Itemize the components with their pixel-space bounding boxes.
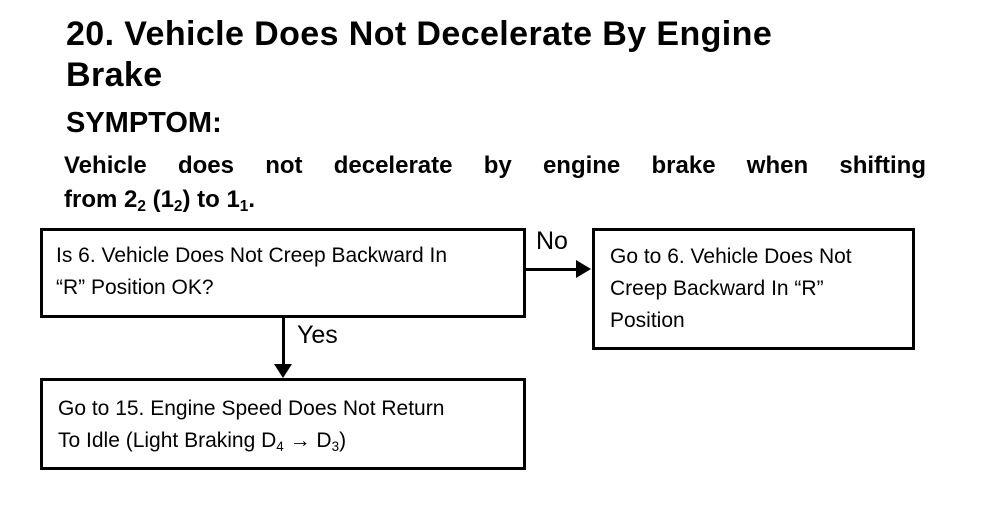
yes-arrow-line xyxy=(282,318,285,366)
page-title-line1: 20. Vehicle Does Not Decelerate By Engin… xyxy=(66,15,773,53)
yes-target-line2-part: → D xyxy=(283,429,332,452)
symptom-heading: SYMPTOM: xyxy=(66,107,222,139)
gear-subscript: 3 xyxy=(331,438,340,454)
symptom-line2: from 22 (12) to 11. xyxy=(64,183,926,217)
yes-arrow-head-icon xyxy=(274,364,292,378)
yes-branch-label: Yes xyxy=(297,321,338,349)
yes-target-line2: To Idle (Light Braking D4 → D3) xyxy=(58,425,508,457)
flowchart-yes-target-box: Go to 15. Engine Speed Does Not Return T… xyxy=(40,378,526,470)
no-target-line2: Creep Backward In “R” xyxy=(610,277,824,300)
no-target-line1: Go to 6. Vehicle Does Not xyxy=(610,245,852,268)
symptom-subscript: 2 xyxy=(173,198,183,216)
symptom-line2-part: from 2 xyxy=(64,186,138,213)
symptom-description: Vehicle does not decelerate by engine br… xyxy=(64,149,926,217)
symptom-subscript: 2 xyxy=(137,198,146,216)
symptom-line2-part: ) to 1 xyxy=(182,186,240,213)
symptom-line2-part: (1 xyxy=(145,186,174,213)
question-box-line1: Is 6. Vehicle Does Not Creep Backward In xyxy=(56,244,448,267)
symptom-subscript: 1 xyxy=(239,198,249,216)
flowchart-question-box: Is 6. Vehicle Does Not Creep Backward In… xyxy=(40,228,526,318)
page-title-line2: Brake xyxy=(66,56,163,94)
no-arrow-line xyxy=(525,268,577,271)
yes-target-line1: Go to 15. Engine Speed Does Not Return xyxy=(58,397,445,420)
symptom-line1-text: Vehicle does not decelerate by engine br… xyxy=(64,152,926,179)
symptom-line2-part: . xyxy=(248,186,256,213)
no-target-line3: Position xyxy=(610,309,685,332)
flowchart-no-target-box: Go to 6. Vehicle Does Not Creep Backward… xyxy=(592,228,915,350)
symptom-line1: Vehicle does not decelerate by engine br… xyxy=(64,149,926,183)
yes-target-line2-part: To Idle (Light Braking D xyxy=(58,429,277,452)
gear-subscript: 4 xyxy=(276,438,284,454)
no-branch-label: No xyxy=(536,227,568,255)
question-box-line2: “R” Position OK? xyxy=(56,276,214,299)
no-arrow-head-icon xyxy=(576,260,591,278)
yes-target-line2-part: ) xyxy=(339,429,347,452)
page-title: 20. Vehicle Does Not Decelerate By Engin… xyxy=(66,14,772,96)
